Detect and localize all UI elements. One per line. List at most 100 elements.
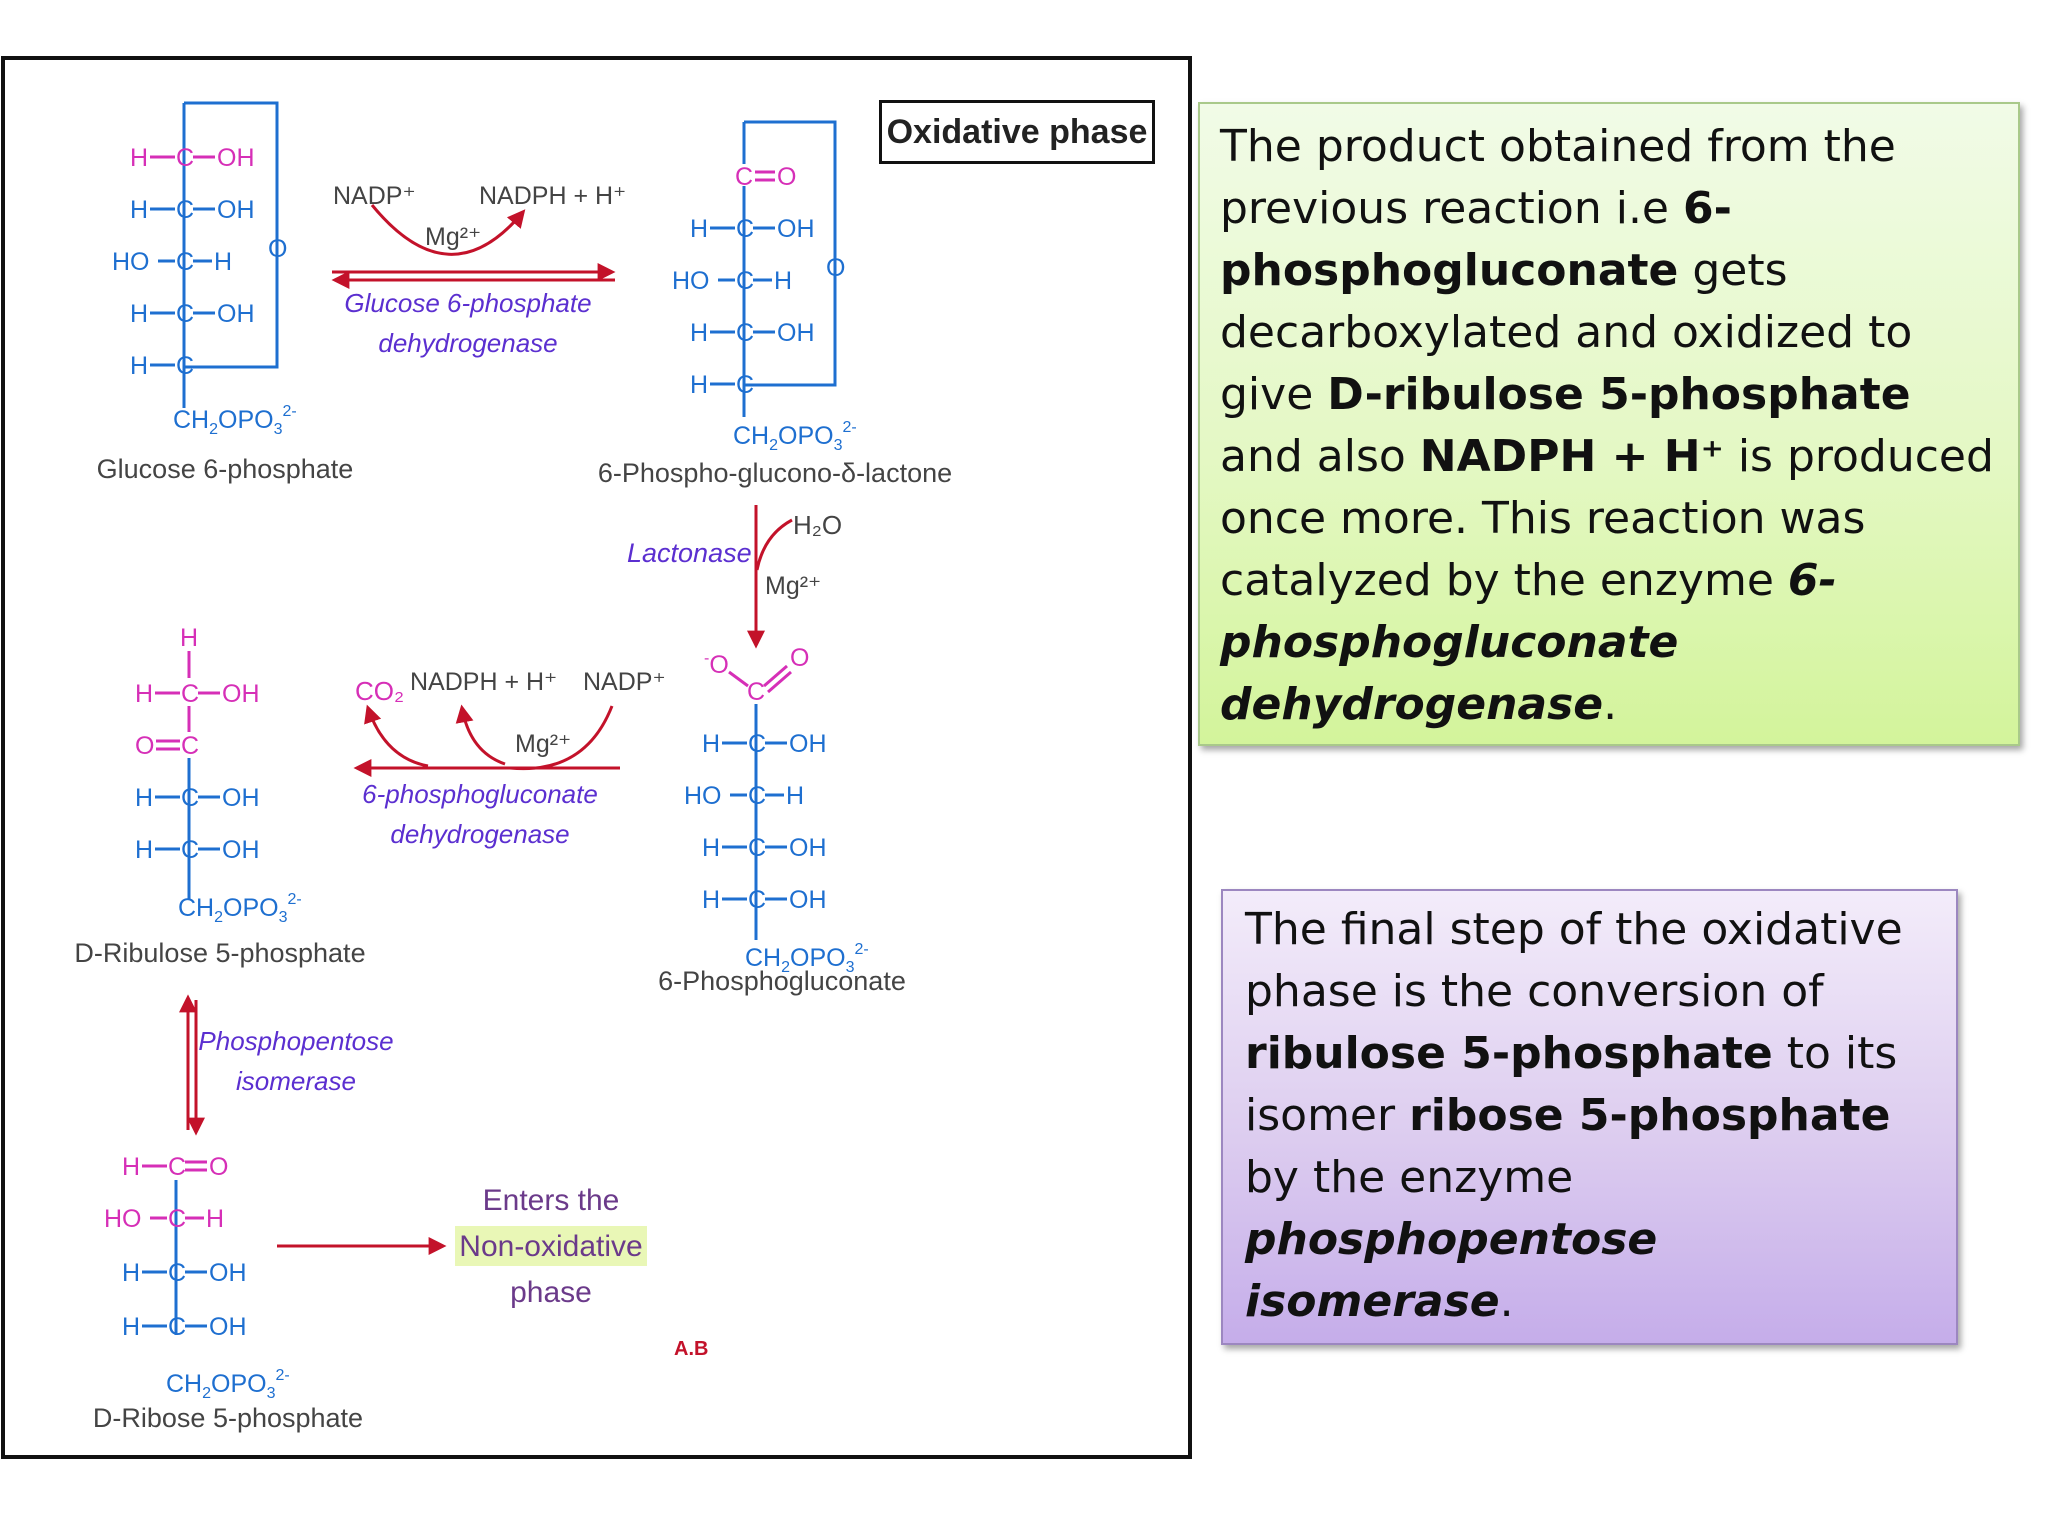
- svg-text:OH: OH: [217, 196, 255, 224]
- svg-text:OH: OH: [789, 834, 827, 862]
- svg-text:OH: OH: [222, 680, 260, 708]
- svg-text:C: C: [168, 1313, 186, 1341]
- svg-text:HO: HO: [112, 248, 150, 276]
- svg-text:C: C: [748, 834, 766, 862]
- reaction1-nadph-out: NADPH + H⁺: [479, 182, 626, 210]
- svg-text:C: C: [748, 730, 766, 758]
- reaction3-nadph-out: NADPH + H⁺: [410, 668, 557, 696]
- svg-text:O: O: [790, 644, 809, 672]
- reaction3-arrows: [353, 704, 620, 777]
- svg-text:O: O: [826, 254, 845, 282]
- svg-text:C: C: [176, 300, 194, 328]
- svg-text:C: C: [181, 732, 199, 760]
- svg-text:H: H: [690, 319, 708, 347]
- svg-text:C: C: [181, 784, 199, 812]
- svg-text:OH: OH: [789, 730, 827, 758]
- note-purple-t2: to its isomer: [1245, 1028, 1898, 1141]
- enters-line2: Non-oxidative: [459, 1230, 642, 1263]
- svg-text:C: C: [176, 352, 194, 380]
- reaction1-enzyme-line2: dehydrogenase: [378, 328, 557, 358]
- note-purple-text: The final step of the oxidative phase is…: [1245, 899, 1934, 1333]
- svg-text:HO: HO: [104, 1205, 142, 1233]
- reaction1-nadp-in: NADP⁺: [333, 182, 416, 210]
- svg-text:H: H: [122, 1153, 140, 1181]
- note-green-t5: .: [1603, 679, 1618, 730]
- svg-text:H: H: [206, 1205, 224, 1233]
- svg-text:C: C: [168, 1205, 186, 1233]
- enters-line3: phase: [510, 1276, 592, 1309]
- note-green-t4: is produced once more. This reaction was…: [1220, 431, 1994, 606]
- svg-text:H: H: [690, 371, 708, 399]
- svg-text:OH: OH: [217, 300, 255, 328]
- reaction1-arrows: [331, 204, 616, 289]
- note-green-t3: and also: [1220, 431, 1420, 482]
- svg-text:C: C: [736, 319, 754, 347]
- ribose-5-phosphate-label: D-Ribose 5-phosphate: [93, 1403, 363, 1433]
- svg-text:O: O: [209, 1153, 228, 1181]
- note-green-b1: 6-phosphogluconate: [1220, 183, 1732, 296]
- svg-text:OH: OH: [777, 319, 815, 347]
- note-purple-t3: by the enzyme: [1245, 1152, 1574, 1203]
- svg-text:OH: OH: [217, 144, 255, 172]
- reaction3-co2: CO₂: [355, 676, 404, 706]
- note-green-t1: The product obtained from the previous r…: [1220, 121, 1896, 234]
- reaction4-arrows: [179, 994, 205, 1136]
- reaction1-enzyme-line1: Glucose 6-phosphate: [344, 288, 591, 318]
- diagram-panel: [1, 56, 1192, 1459]
- reaction3-enzyme-line2: dehydrogenase: [390, 819, 569, 849]
- note-purple-t1: The final step of the oxidative phase is…: [1245, 904, 1903, 1017]
- lactone-label: 6-Phospho-glucono-δ-lactone: [598, 458, 952, 488]
- note-purple-b2: ribose 5-phosphate: [1409, 1090, 1891, 1141]
- svg-text:H: H: [135, 836, 153, 864]
- svg-text:H: H: [214, 248, 232, 276]
- svg-text:H: H: [180, 624, 198, 652]
- svg-text:O: O: [777, 163, 796, 191]
- svg-text:-O: -O: [704, 650, 729, 679]
- note-purple-bi1: phosphopentose isomerase: [1245, 1214, 1658, 1327]
- svg-text:CH2OPO32-: CH2OPO32-: [745, 941, 869, 976]
- svg-text:OH: OH: [209, 1313, 247, 1341]
- svg-text:HO: HO: [684, 782, 722, 810]
- svg-text:H: H: [130, 196, 148, 224]
- svg-text:H: H: [702, 886, 720, 914]
- svg-text:C: C: [176, 144, 194, 172]
- reaction3-enzyme-line1: 6-phosphogluconate: [362, 779, 598, 809]
- reaction2-arrows: [747, 505, 793, 649]
- svg-text:OH: OH: [209, 1259, 247, 1287]
- svg-text:OH: OH: [789, 886, 827, 914]
- note-purple-b1: ribulose 5-phosphate: [1245, 1028, 1773, 1079]
- svg-text:H: H: [130, 300, 148, 328]
- svg-text:C: C: [748, 886, 766, 914]
- svg-text:CH2OPO32-: CH2OPO32-: [178, 891, 302, 926]
- watermark: A.B: [674, 1338, 708, 1360]
- svg-text:H: H: [774, 267, 792, 295]
- svg-text:H: H: [135, 680, 153, 708]
- svg-text:C: C: [181, 680, 199, 708]
- note-green-text: The product obtained from the previous r…: [1220, 116, 1998, 736]
- svg-text:CH2OPO32-: CH2OPO32-: [166, 1367, 290, 1402]
- svg-text:H: H: [122, 1313, 140, 1341]
- reaction4-enzyme-line2: isomerase: [236, 1066, 356, 1096]
- svg-text:C: C: [736, 267, 754, 295]
- enters-line1: Enters the: [483, 1184, 620, 1217]
- svg-text:H: H: [122, 1259, 140, 1287]
- svg-text:C: C: [168, 1153, 186, 1181]
- diagram-title: Oxidative phase: [879, 100, 1155, 164]
- note-green-b3: NADPH + H⁺: [1419, 431, 1724, 482]
- svg-text:C: C: [736, 371, 754, 399]
- ribulose-5-phosphate-label: D-Ribulose 5-phosphate: [74, 938, 365, 968]
- svg-text:H: H: [702, 730, 720, 758]
- svg-text:HO: HO: [672, 267, 710, 295]
- svg-text:OH: OH: [777, 215, 815, 243]
- svg-text:C: C: [176, 196, 194, 224]
- svg-text:OH: OH: [222, 784, 260, 812]
- non-oxidative-highlight: [455, 1226, 647, 1266]
- svg-text:H: H: [786, 782, 804, 810]
- svg-text:OH: OH: [222, 836, 260, 864]
- svg-text:CH2OPO32-: CH2OPO32-: [733, 419, 857, 454]
